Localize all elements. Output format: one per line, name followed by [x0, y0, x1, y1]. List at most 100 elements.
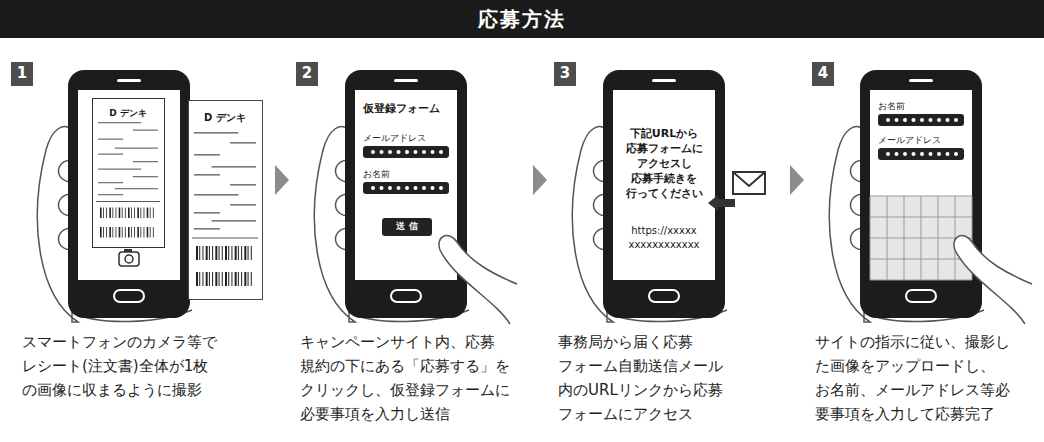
field-dot: [954, 118, 958, 122]
home-button: [649, 290, 679, 302]
phone-screen-bg: [613, 90, 715, 280]
barcode-bar: [215, 272, 217, 286]
field-label: メールアドレス: [878, 134, 941, 146]
field-dot: [422, 150, 426, 154]
barcode-bar: [124, 208, 126, 219]
barcode-bar: [106, 208, 108, 219]
step-number: 4: [812, 62, 834, 86]
button-label: 送 信: [382, 218, 432, 234]
barcode-bar: [140, 227, 142, 238]
barcode-bar: [251, 246, 252, 260]
envelope: [733, 172, 765, 194]
speaker: [117, 79, 141, 82]
field-dot: [405, 186, 409, 190]
barcode-bar: [112, 227, 114, 238]
field-dot: [946, 152, 950, 156]
smartphone: [603, 70, 725, 318]
step-number: 2: [296, 62, 318, 86]
receipt-line: [194, 132, 238, 134]
field-label: お名前: [878, 100, 905, 112]
field-dot: [903, 152, 907, 156]
phone-body: [345, 70, 467, 318]
barcode-bar: [231, 272, 232, 286]
field-dot: [895, 152, 899, 156]
field-dot: [929, 118, 933, 122]
barcode-bar: [112, 208, 114, 219]
barcode-bar: [143, 208, 145, 219]
barcode-bar: [119, 208, 121, 219]
step-number: 3: [554, 62, 576, 86]
submit-button: 送 信: [382, 218, 432, 236]
barcode-bar: [137, 208, 139, 219]
field-label: お名前: [363, 168, 390, 180]
barcode-bar: [228, 246, 229, 260]
thumb: [439, 236, 517, 324]
barcode-bar: [103, 227, 105, 238]
barcode-bar: [228, 272, 229, 286]
receipt-lines: [192, 132, 258, 286]
step-number-text: 2: [296, 62, 318, 84]
barcode-bar: [131, 208, 133, 219]
barcode-bar: [196, 272, 198, 286]
barcode-bar: [134, 208, 136, 219]
barcode-bar: [149, 227, 151, 238]
envelope-flap: [733, 172, 765, 186]
speaker: [394, 79, 418, 82]
barcode-bar: [199, 272, 200, 286]
key-line: [870, 217, 972, 218]
key-line: [870, 259, 972, 260]
step-caption: スマートフォンのカメラ等で レシート(注文書)全体が1枚 の画像に収まるように撮…: [22, 330, 240, 402]
barcode-bar: [124, 227, 126, 238]
barcode-bar: [238, 246, 239, 260]
field-dot: [920, 118, 924, 122]
phone-body: [603, 70, 725, 318]
field-dot: [422, 186, 426, 190]
receipt-line: [98, 139, 123, 140]
barcode-bar: [215, 246, 217, 260]
step-arrow: [275, 165, 289, 195]
receipt-line: [133, 130, 158, 131]
mail-message: 下記URLから 応募フォームに アクセスし 応募手続きを 行ってください: [617, 126, 711, 201]
field-dot: [937, 118, 941, 122]
receipt-rule: [96, 201, 160, 202]
receipt-rule: [192, 238, 258, 239]
barcode-bar: [100, 208, 102, 219]
url-text: https://xxxxx xxxxxxxxxxxx: [617, 224, 711, 252]
key-line: [870, 280, 972, 281]
step-number-text: 4: [812, 62, 834, 84]
field-label: メールアドレス: [363, 132, 426, 144]
receipt-line: [230, 184, 256, 186]
input-field: [878, 114, 964, 126]
step-number: 1: [11, 62, 33, 86]
barcode-bar: [222, 246, 223, 260]
receipt-line: [212, 220, 256, 222]
field-dot: [895, 118, 899, 122]
receipt-line: [115, 188, 158, 189]
speaker: [652, 79, 676, 82]
barcode-bar: [137, 227, 139, 238]
barcode-bar: [225, 246, 227, 260]
receipt-line: [133, 161, 158, 162]
field-dot: [886, 152, 890, 156]
receipt-line: [98, 194, 123, 195]
barcode-bar: [235, 246, 237, 260]
barcode-bar: [131, 227, 133, 238]
field-dot: [431, 150, 435, 154]
home-button: [391, 290, 421, 302]
barcode-bar: [235, 272, 237, 286]
receipt-line: [194, 174, 220, 176]
field-dot: [946, 118, 950, 122]
barcode-bar: [219, 246, 220, 260]
barcode-bar: [140, 208, 142, 219]
barcode-bar: [147, 208, 149, 219]
phone-body: [68, 70, 190, 318]
receipt: D デンキ: [92, 98, 165, 248]
smartphone: [860, 70, 982, 318]
receipt-line: [212, 166, 256, 168]
field-dot: [371, 150, 375, 154]
smartphone: [68, 70, 190, 318]
barcode-bar: [119, 227, 121, 238]
input-field: [363, 146, 449, 158]
barcode-bar: [152, 227, 154, 238]
